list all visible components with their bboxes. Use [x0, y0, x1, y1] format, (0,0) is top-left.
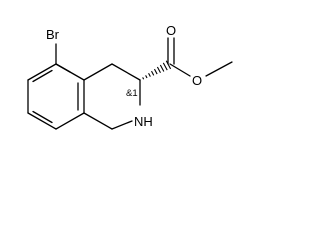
bond-carboxyl-c-o — [169, 63, 191, 77]
hashed-wedge-bond — [142, 60, 172, 80]
molecule-structure-diagram: Br NH &1 O O — [27, 23, 233, 130]
bromine-atom-label: Br — [46, 27, 60, 42]
hash-dash — [145, 75, 148, 79]
bond-c5-c6-inner — [32, 69, 53, 83]
bond-c8-c8a — [55, 112, 85, 130]
amine-nh-label: NH — [134, 114, 153, 129]
stereo-descriptor-label: &1 — [126, 88, 138, 99]
bond-c7-c8-inner — [32, 110, 53, 124]
carbonyl-oxygen-label: O — [166, 23, 176, 38]
tetrahydro-ring — [83, 63, 141, 130]
benzene-ring — [27, 63, 85, 130]
bond-c5-c6 — [27, 63, 57, 81]
bond-c4a-c5-join — [55, 63, 85, 81]
hash-dash — [159, 64, 165, 72]
hash-dash — [148, 72, 151, 77]
bond-c4-c3 — [111, 63, 141, 81]
bond-c7-c8 — [27, 112, 57, 130]
hash-dash — [153, 68, 158, 75]
hash-dash — [162, 62, 168, 71]
hash-dash — [165, 60, 172, 70]
hash-dash — [151, 70, 155, 76]
bond-c4a-c4 — [83, 63, 113, 81]
hash-dash — [156, 66, 161, 74]
bond-c1-c8a — [83, 112, 113, 130]
hash-dash — [142, 77, 145, 80]
bond-o-methyl — [205, 61, 233, 77]
bond-n-c1 — [111, 120, 133, 130]
ester-oxygen-label: O — [192, 73, 202, 88]
methyl-ester-group: O O — [166, 23, 233, 88]
